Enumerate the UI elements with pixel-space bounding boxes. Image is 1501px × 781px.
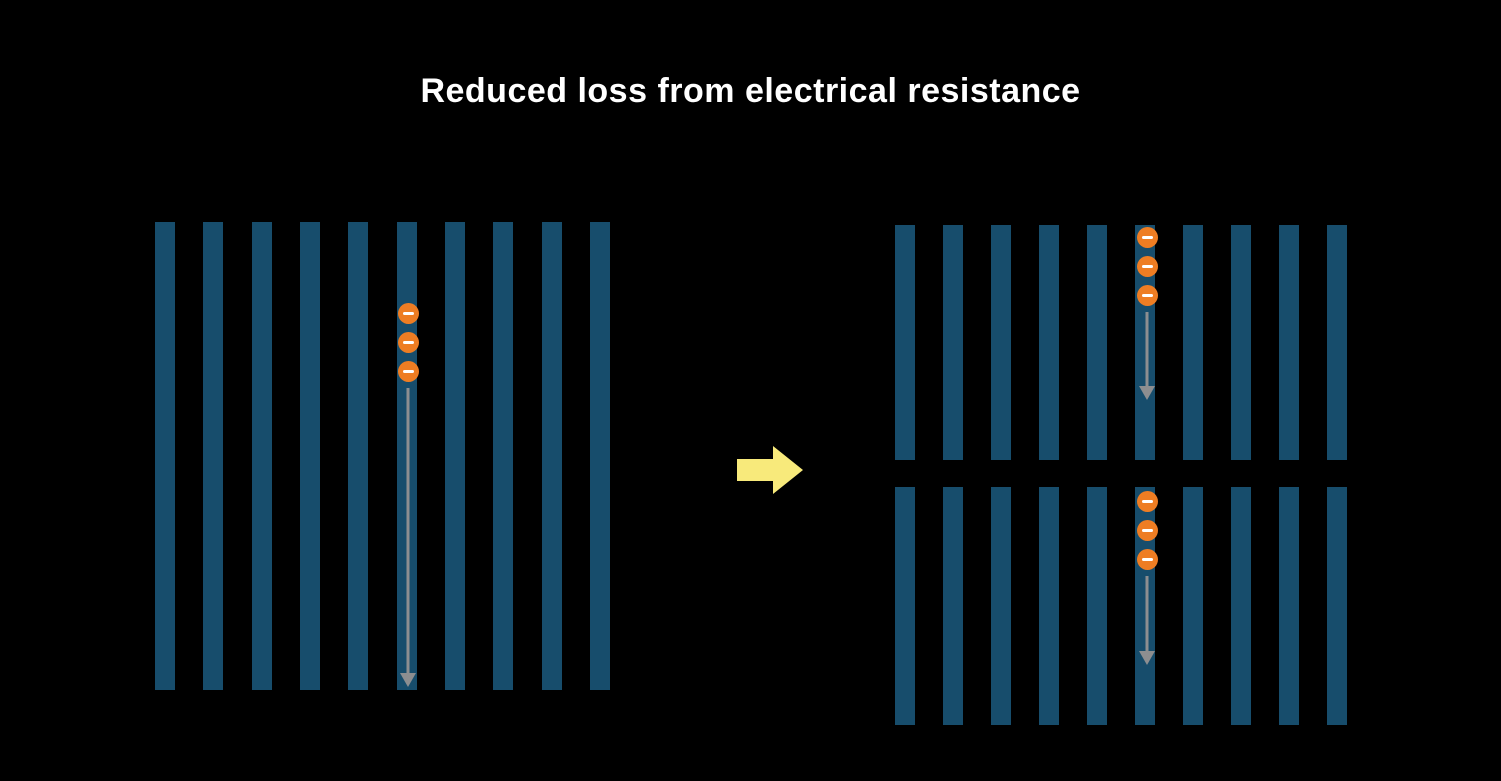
cell-bar: [1087, 225, 1107, 460]
transition-arrow-shaft: [737, 459, 774, 481]
cell-panel-right-top: [895, 225, 1347, 460]
electron-icon: [1136, 549, 1158, 570]
cell-bar: [895, 225, 915, 460]
flow-arrow-head: [1139, 386, 1155, 400]
flow-arrow-line: [1145, 312, 1149, 388]
cell-bar: [203, 222, 224, 690]
electron-icon: [397, 332, 419, 353]
flow-arrow-line: [1145, 576, 1149, 653]
minus-symbol: [1141, 294, 1153, 297]
diagram-title: Reduced loss from electrical resistance: [420, 72, 1081, 110]
cell-bar: [493, 222, 514, 690]
cell-bar: [991, 225, 1011, 460]
cell-bar: [1279, 487, 1299, 725]
cell-bar: [444, 222, 465, 690]
cell-bar: [1327, 487, 1347, 725]
cell-panel-left: [155, 222, 610, 690]
electron-stack: [397, 303, 419, 382]
cell-bar: [943, 225, 963, 460]
cell-bar: [1279, 225, 1299, 460]
cell-bar: [943, 487, 963, 725]
flow-arrow-head: [1139, 651, 1155, 665]
cell-bar: [991, 487, 1011, 725]
electron-icon: [397, 303, 419, 324]
minus-symbol: [402, 312, 414, 315]
cell-bar: [541, 222, 562, 690]
cell-panel-right-bottom: [895, 487, 1347, 725]
transition-arrow-icon: [737, 446, 803, 494]
electron-icon: [1136, 520, 1158, 541]
minus-symbol: [1141, 265, 1153, 268]
cell-bar: [1231, 225, 1251, 460]
minus-symbol: [402, 341, 414, 344]
minus-symbol: [1141, 529, 1153, 532]
minus-symbol: [1141, 558, 1153, 561]
electron-flow-right-top: [1136, 227, 1158, 400]
flow-arrow-icon: [397, 388, 419, 687]
minus-symbol: [1141, 500, 1153, 503]
flow-arrow-line: [406, 388, 410, 675]
cell-bar: [348, 222, 369, 690]
cell-bar: [589, 222, 610, 690]
cell-bar: [1183, 225, 1203, 460]
electron-stack: [1136, 491, 1158, 570]
electron-icon: [1136, 491, 1158, 512]
cell-bar: [1135, 487, 1155, 725]
cell-bar: [1087, 487, 1107, 725]
minus-symbol: [1141, 236, 1153, 239]
cell-bar: [299, 222, 320, 690]
electron-flow-left: [397, 303, 419, 687]
electron-icon: [1136, 285, 1158, 306]
minus-symbol: [402, 370, 414, 373]
electron-flow-right-bottom: [1136, 491, 1158, 665]
flow-arrow-icon: [1136, 312, 1158, 400]
cell-bar: [1039, 225, 1059, 460]
cell-bar: [1327, 225, 1347, 460]
electron-icon: [1136, 227, 1158, 248]
electron-icon: [1136, 256, 1158, 277]
electron-icon: [397, 361, 419, 382]
cell-bar: [1135, 225, 1155, 460]
cell-bar: [1039, 487, 1059, 725]
flow-arrow-head: [400, 673, 416, 687]
cell-bar: [251, 222, 272, 690]
cell-bar: [895, 487, 915, 725]
cell-bar: [1183, 487, 1203, 725]
electron-stack: [1136, 227, 1158, 306]
cell-bar: [1231, 487, 1251, 725]
transition-arrow-head: [773, 446, 803, 494]
flow-arrow-icon: [1136, 576, 1158, 665]
cell-bar: [155, 222, 175, 690]
